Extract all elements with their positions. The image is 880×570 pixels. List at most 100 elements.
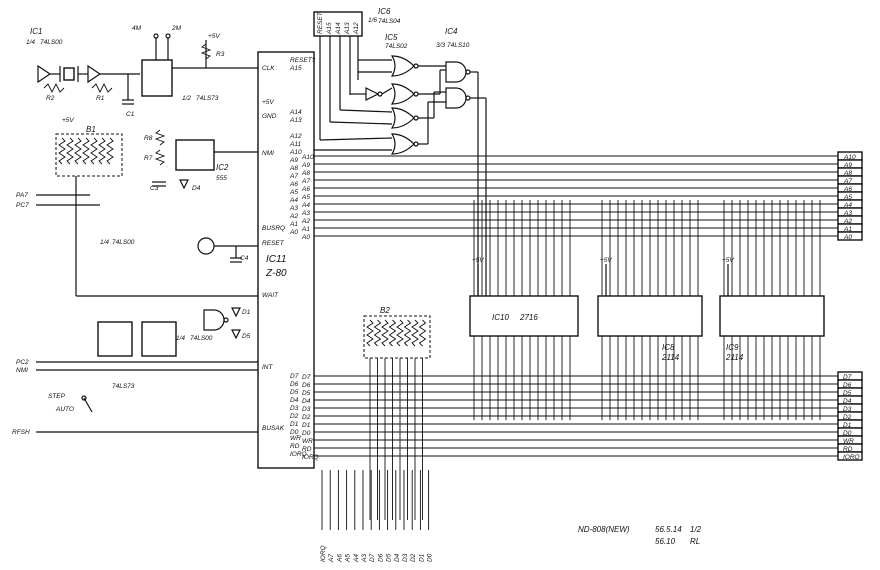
title-block: ND-808(NEW) 56.5.14 1/2 56.10 RL [578,525,702,546]
memory-pin-wires: +5V+5V+5V [472,200,821,420]
bottom-label-d5: D5 [386,553,393,562]
date-1: 56.5.14 [655,525,682,534]
d5-label: D5 [242,333,251,340]
data-label-d6: D6 [843,382,852,389]
cpu-addr-a1: A1 [301,226,310,233]
cpu-pin-a4: A4 [289,197,298,204]
bottom-label-d4: D4 [394,553,401,562]
cpu-pin-d2: D2 [290,413,299,420]
d1-label: D1 [242,309,251,316]
cpu-pin-clk: CLK [262,65,275,72]
ic3-frac: 1/2 [182,95,191,102]
ic5-part: 74LS02 [385,43,408,50]
cpu-part: Z-80 [265,268,287,279]
data-label-d1: D1 [843,422,852,429]
ic1b-frac: 1/4 [176,335,185,342]
addr-label-a7: A7 [843,178,852,185]
cpu-addr-a9: A9 [301,162,310,169]
cpu-addr-a2: A2 [301,218,310,225]
bottom-label-d1: D1 [418,553,425,562]
addr-label-a8: A8 [843,170,852,177]
input-rfsh: RFSH [12,429,30,436]
cpu-data-d4: D4 [302,398,311,405]
input-pc2: PC2 [16,359,29,366]
cpu-pin-wr: WR [290,435,301,442]
addr-label-a6: A6 [843,186,852,193]
addr-label-a0: A0 [843,234,852,241]
b2-resistor-1 [373,319,382,347]
cpu-pin-reset: RESET [262,240,285,247]
cpu-data-iorq: IORQ [302,454,319,461]
resistor-array-b2: B2 [363,306,431,520]
cpu-pin-vcc: +5V [262,99,274,106]
cpu-pin-a13: A13 [289,117,302,124]
b2-resistor-3 [388,319,397,347]
ic6-part: 74LS04 [378,18,401,25]
cpu-pin-d6: D6 [290,381,299,388]
bottom-label-d6: D6 [377,553,384,562]
cpu-pin-d3: D3 [290,405,299,412]
ic10-part: 2716 [519,313,538,322]
cpu-z80: IC11 Z-80 CLK +5V GND NMI BUSRQ RESET WA… [257,51,316,469]
bottom-label-a6: A6 [336,554,343,563]
cpu-addr-a10: A10 [301,154,314,161]
ic7-frac: 1/4 [100,239,109,246]
ic1-frac: 1/4 [26,39,35,46]
cpu-pin-a11: A11 [289,141,301,148]
cpu-pin-a12: A12 [289,133,302,140]
address-bus-labels: A10A10A9A9A8A8A7A7A6A6A5A5A4A4A3A3A2A2A1… [301,151,863,241]
cpu-data-d3: D3 [302,406,311,413]
ic4-ref: IC4 [445,27,458,36]
address-bus [314,155,838,237]
bottom-label-iorq: IORQ [320,545,327,562]
cpu-pin-rd: RD [290,443,300,450]
cpu-addr-a0: A0 [301,234,310,241]
cpu-pin-a6: A6 [289,181,298,188]
cpu-pin-a3: A3 [289,205,298,212]
ic6-frac: 1/6 [368,17,377,24]
addr-label-a1: A1 [843,226,852,233]
top-bus-a15: A15 [326,22,333,35]
cpu-pin-d4: D4 [290,397,299,404]
cpu-addr-a4: A4 [301,202,310,209]
b1-supply: +5V [62,117,74,124]
addr-label-a9: A9 [843,162,852,169]
ic2-part: 555 [216,175,227,182]
cpu-data-d0: D0 [302,430,311,437]
cpu-pin-a2: A2 [289,213,298,220]
data-bus-labels: D7D7D6D6D5D5D4D4D3D3D2D2D1D1D0D0WRWRRDRD… [302,371,863,461]
ic8-ref: IC8 [662,343,675,352]
ic9-part: 2114 [725,353,744,362]
b1-resistor-5 [98,137,106,165]
ic1b-part: 74LS00 [190,335,213,342]
cpu-data-rd: RD [302,446,312,453]
data-label-d3: D3 [843,406,852,413]
b2-label: B2 [380,306,390,315]
r8-label: R8 [144,135,153,142]
top-bus-a12: A12 [353,22,360,35]
b2-resistor-5 [403,319,412,347]
ic10-ref: IC10 [492,313,509,322]
date-2: 56.10 [655,537,676,546]
d4-label: D4 [192,185,201,192]
top-bus-reset: RESET [317,11,324,34]
switch-auto: AUTO [55,406,74,413]
cpu-data-d2: D2 [302,414,311,421]
b1-resistor-3 [82,137,90,165]
r3-label: R3 [216,51,225,58]
cpu-pin-d1: D1 [290,421,299,428]
addr-label-a2: A2 [843,218,852,225]
data-label-d4: D4 [843,398,852,405]
crystal-4m: 4M [132,25,142,32]
cpu-data-d1: D1 [302,422,311,429]
mem1-vcc-label: +5V [600,257,612,264]
input-pa7: PA7 [16,192,28,199]
ic3-part: 74LS73 [196,95,219,102]
decoder-gates: IC6 1/6 74LS04 IC5 74LS02 IC4 3/3 74LS10 [314,7,487,300]
bottom-label-d2: D2 [410,553,417,562]
data-label-wr: WR [843,438,854,445]
ic3b-part: 74LS73 [112,383,135,390]
bottom-label-d0: D0 [427,553,434,562]
ic2-ref: IC2 [216,163,229,172]
cpu-addr-a5: A5 [301,194,310,201]
